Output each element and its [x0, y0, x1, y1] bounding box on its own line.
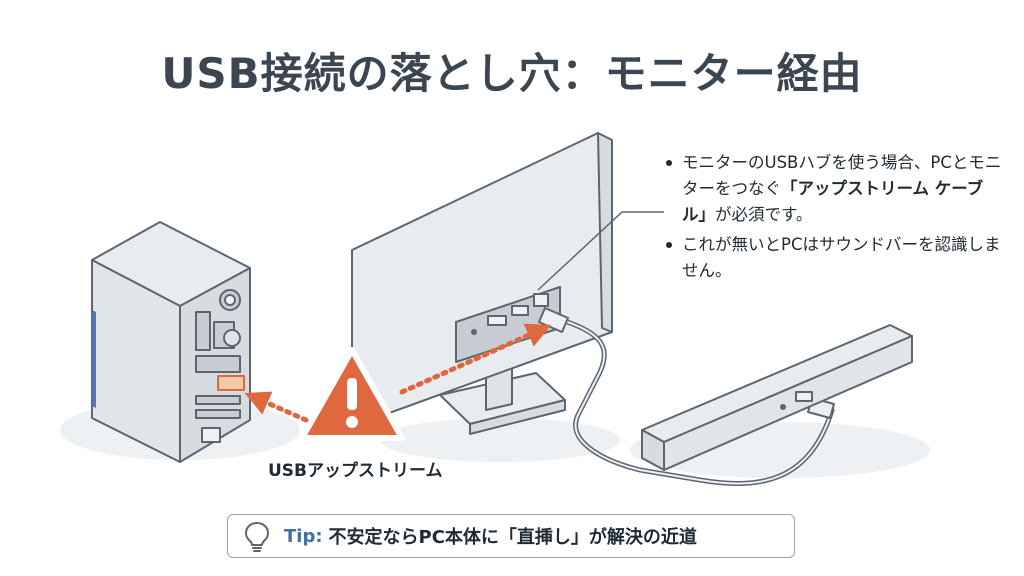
note-text-tail: が必須です。 [715, 205, 813, 224]
note-text: これが無いとPCはサウンドバーを認識しません。 [682, 235, 1001, 280]
note-item-2: これが無いとPCはサウンドバーを認識しません。 [664, 232, 1004, 284]
tip-label: Tip: [284, 525, 323, 547]
cables [538, 307, 835, 486]
page-title: USB接続の落とし穴：モニター経由 [161, 49, 863, 98]
pc-tower [91, 221, 251, 463]
monitor [351, 132, 613, 435]
lightbulb-icon [245, 522, 269, 552]
note-item-1: モニターのUSBハブを使う場合、PCとモニターをつなぐ「アップストリーム ケーブ… [664, 150, 1004, 228]
note-leader-line [537, 211, 664, 291]
notes-list: モニターのUSBハブを使う場合、PCとモニターをつなぐ「アップストリーム ケーブ… [664, 150, 1004, 288]
tip-box: Tip: 不安定ならPC本体に「直挿し」が解決の近道 [227, 514, 795, 558]
upstream-label: USBアップストリーム [268, 461, 443, 481]
tip-text: 不安定ならPC本体に「直挿し」が解決の近道 [328, 527, 697, 548]
arrow-to-pc [244, 391, 309, 423]
note-text: モニターのUSBハブを使う場合、PCとモニターをつなぐ [682, 153, 1002, 198]
upstream-arrows [244, 323, 552, 423]
note-emphasis: 「アップストリーム ケーブル」 [682, 179, 984, 224]
soundbar [641, 324, 913, 471]
arrow-to-monitor [399, 323, 552, 395]
warning-icon [299, 347, 405, 441]
